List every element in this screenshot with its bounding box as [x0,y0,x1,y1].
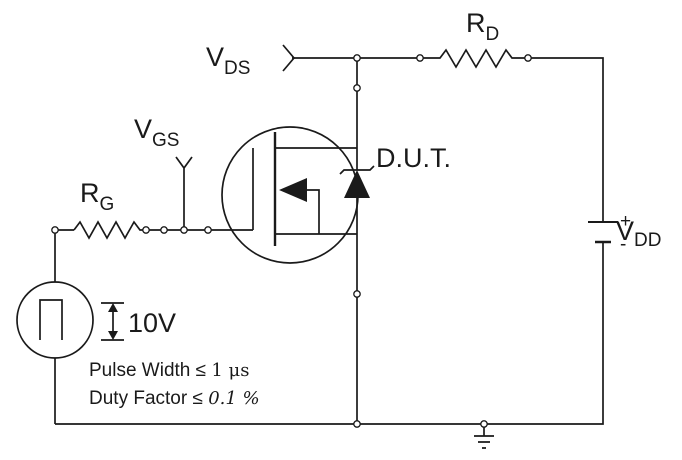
label-duty-factor-text: Duty Factor ≤ [89,388,208,409]
label-vds: VDS [206,42,250,79]
resistor-rg [73,220,146,240]
label-vgs: VGS [134,114,179,151]
label-rg-main: R [80,178,100,208]
mosfet-dut [221,126,375,264]
label-vds-main: V [206,42,224,72]
wire-top-right [528,57,604,222]
pulse-waveform-icon [39,299,63,340]
amplitude-arrow-up-icon [108,303,118,312]
node-vgs [180,226,188,234]
label-vdd-plus: + [620,211,631,232]
label-rg-sub: G [100,194,115,215]
node-gate-2 [204,226,212,234]
label-rd-sub: D [486,24,500,45]
label-rd: RD [466,8,499,45]
battery-vdd [588,221,618,244]
amplitude-arrow-down-icon [108,331,118,340]
label-pulse-width: Pulse Width ≤ 1 μs [89,360,249,381]
node-ground [480,420,488,428]
pulse-generator [16,281,124,359]
label-vgs-sub: GS [152,130,179,151]
label-rg: RG [80,178,114,215]
label-vdd-main: V [616,216,634,246]
node-rd-right [524,54,532,62]
wire-vgs-probe [175,156,193,230]
label-duty-factor-value: 0.1 % [208,388,259,409]
label-vdd: VDD [616,216,661,251]
resistor-rd [420,48,528,69]
body-arrow-icon [279,178,307,202]
wire-generator-top [54,229,74,282]
label-rd-main: R [466,8,486,38]
terminal-dots [51,54,532,428]
label-pulse-width-text: Pulse Width ≤ [89,360,211,381]
label-vdd-minus: - [620,234,626,255]
wire-bottom [55,242,604,425]
node-drain [353,84,361,92]
label-vdd-sub: DD [634,230,661,251]
body-lead [307,189,320,234]
node-gate-1 [160,226,168,234]
label-duty-factor: Duty Factor ≤ 0.1 % [89,388,260,409]
vds-probe-arrow [282,44,296,72]
node-source [353,290,361,298]
body-diode-icon [344,170,370,198]
label-vgs-main: V [134,114,152,144]
node-rd-left [416,54,424,62]
label-dut: D.U.T. [376,143,451,173]
node-gen-top [51,226,59,234]
label-amplitude: 10V [128,308,176,338]
ground-icon [474,424,494,449]
label-pulse-width-value: 1 μs [211,360,249,381]
node-drain-top [353,54,361,62]
label-vds-sub: DS [224,58,250,79]
pulse-generator-envelope [16,281,94,359]
node-source-bottom [353,420,361,428]
node-rg-right [142,226,150,234]
